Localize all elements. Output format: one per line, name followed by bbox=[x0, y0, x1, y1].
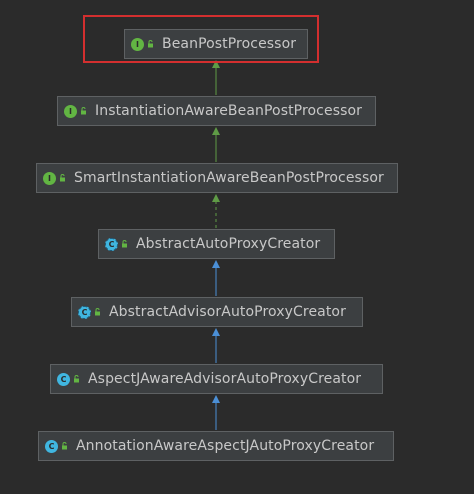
highlight-box bbox=[83, 15, 319, 63]
edge-arrowhead bbox=[212, 60, 220, 68]
interface-icon: I bbox=[64, 104, 77, 118]
node-abstract-advisor-auto-proxy-creator[interactable]: C AbstractAdvisorAutoProxyCreator bbox=[71, 297, 363, 327]
edge-arrowhead bbox=[212, 395, 220, 403]
class-icon: C bbox=[57, 372, 70, 386]
node-annotation-aware-aspectj-auto-proxy-creator[interactable]: C AnnotationAwareAspectJAutoProxyCreator bbox=[38, 431, 394, 461]
node-label: AspectJAwareAdvisorAutoProxyCreator bbox=[88, 371, 362, 387]
interface-icon: I bbox=[131, 37, 144, 51]
edge-arrowhead bbox=[212, 194, 220, 202]
node-aspectj-aware-advisor-auto-proxy-creator[interactable]: C AspectJAwareAdvisorAutoProxyCreator bbox=[50, 364, 383, 394]
node-bean-post-processor[interactable]: I BeanPostProcessor bbox=[124, 29, 308, 59]
public-visibility-icon bbox=[60, 174, 65, 182]
edge-arrowhead bbox=[212, 260, 220, 268]
class-icon: C bbox=[45, 439, 58, 453]
node-label: AbstractAutoProxyCreator bbox=[136, 236, 321, 252]
edge-arrowhead bbox=[212, 328, 220, 336]
node-smart-instantiation-aware-bean-post-processor[interactable]: I SmartInstantiationAwareBeanPostProcess… bbox=[36, 163, 398, 193]
public-visibility-icon bbox=[62, 442, 67, 450]
public-visibility-icon bbox=[148, 40, 153, 48]
abstract-class-icon: C bbox=[105, 237, 118, 251]
abstract-class-icon: C bbox=[78, 305, 91, 319]
node-instantiation-aware-bean-post-processor[interactable]: I InstantiationAwareBeanPostProcessor bbox=[57, 96, 376, 126]
public-visibility-icon bbox=[95, 308, 100, 316]
interface-icon: I bbox=[43, 171, 56, 185]
edge-arrowhead bbox=[212, 127, 220, 135]
node-label: AbstractAdvisorAutoProxyCreator bbox=[109, 304, 346, 320]
node-label: BeanPostProcessor bbox=[162, 36, 297, 52]
public-visibility-icon bbox=[81, 107, 86, 115]
public-visibility-icon bbox=[122, 240, 127, 248]
node-label: SmartInstantiationAwareBeanPostProcessor bbox=[74, 170, 384, 186]
public-visibility-icon bbox=[74, 375, 79, 383]
node-abstract-auto-proxy-creator[interactable]: C AbstractAutoProxyCreator bbox=[98, 229, 335, 259]
node-label: InstantiationAwareBeanPostProcessor bbox=[95, 103, 363, 119]
node-label: AnnotationAwareAspectJAutoProxyCreator bbox=[76, 438, 375, 454]
